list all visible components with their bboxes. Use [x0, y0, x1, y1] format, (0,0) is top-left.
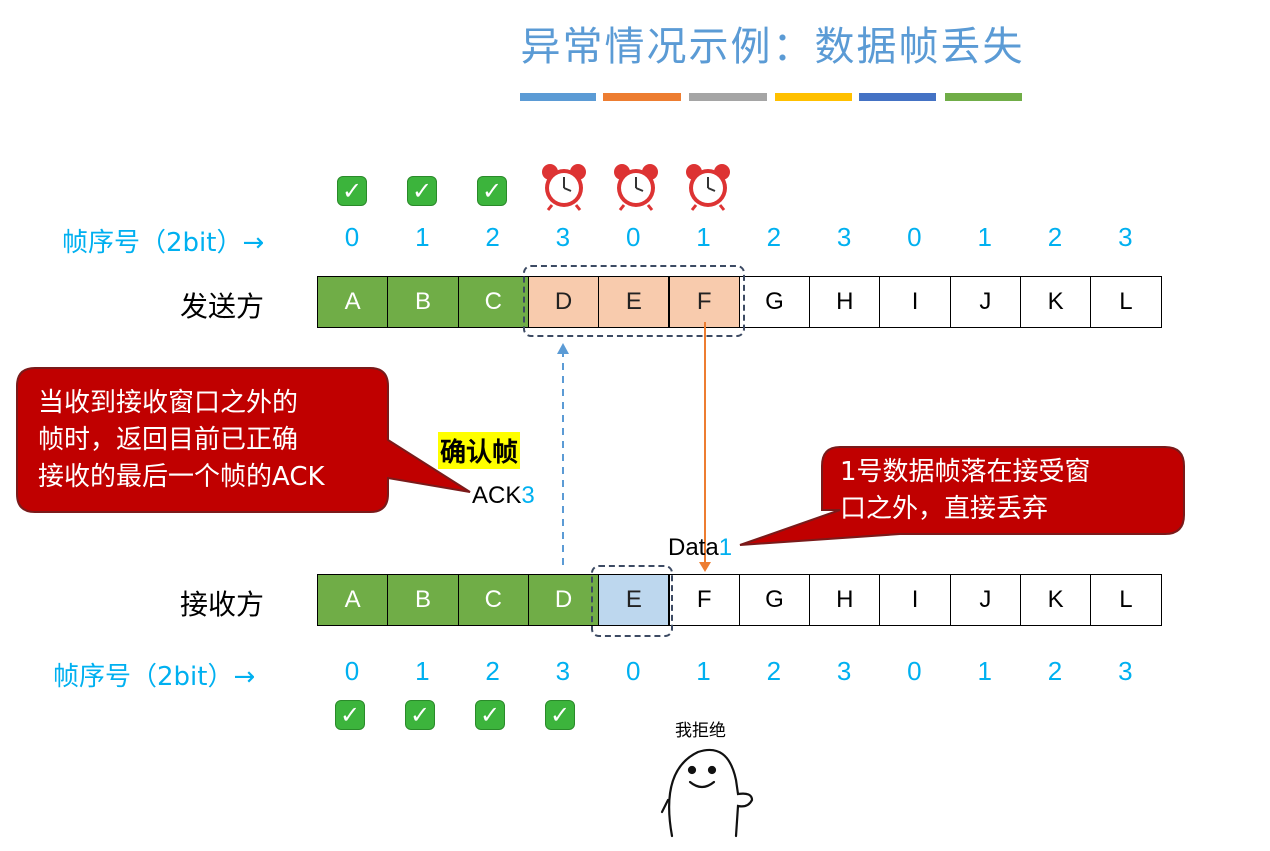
seq-number: 3 [836, 222, 852, 252]
seq-number: 1 [696, 222, 711, 252]
frame-cell: K [1020, 574, 1092, 626]
right-callout-text: 1号数据帧落在接受窗 口之外，直接丢弃 [840, 457, 1091, 524]
receiver-window [591, 565, 673, 637]
alarm-clock-icon [542, 164, 586, 211]
data-label: Data1 [668, 534, 733, 561]
frame-cell: K [1020, 276, 1092, 328]
alarm-clock-icon [686, 164, 730, 211]
seq-number: 2 [766, 222, 782, 252]
seq-number: 2 [485, 656, 500, 686]
ack-arrow [557, 343, 569, 565]
seq-number: 0 [344, 222, 360, 252]
receiver-label: 接收方 [180, 588, 265, 621]
left-callout-bubble [16, 367, 471, 513]
frame-cell: J [949, 276, 1021, 328]
check-icon: ✓ [545, 700, 575, 730]
ack-frame-title: 确认帧 [438, 432, 521, 469]
alarm-clock-icon [614, 164, 658, 211]
seq-number: 2 [1047, 222, 1063, 252]
seq-number: 3 [1118, 656, 1133, 686]
right-callout-bubble [739, 446, 1185, 546]
sender-window [523, 265, 745, 337]
seq-number: 3 [555, 222, 571, 252]
title-bar-segment [859, 93, 936, 101]
character-illustration [660, 748, 754, 838]
frame-cell: B [387, 276, 459, 328]
sender-seq-label: 帧序号（2bit）→ [62, 228, 265, 258]
frame-cell: H [809, 276, 881, 328]
seq-number: 1 [415, 656, 430, 686]
frame-cell: E [598, 276, 670, 328]
seq-number: 1 [977, 222, 992, 252]
ack-label: ACK3 [472, 482, 535, 509]
page-title: 异常情况示例：数据帧丢失 [520, 24, 1025, 70]
seq-number: 2 [485, 222, 500, 252]
check-icon: ✓ [407, 176, 437, 206]
title-bar-segment [520, 93, 596, 101]
title-bar-segment [775, 93, 852, 101]
frame-cell: B [387, 574, 459, 626]
frame-cell: G [738, 574, 811, 626]
sender-label: 发送方 [180, 290, 265, 323]
frame-cell: F [668, 574, 740, 626]
seq-number: 0 [907, 656, 922, 686]
frame-cell: A [317, 276, 389, 328]
check-icon: ✓ [405, 700, 435, 730]
check-icon: ✓ [475, 700, 505, 730]
data-arrow [699, 322, 711, 572]
frame-cell: L [1090, 276, 1162, 328]
frame-cell: J [949, 574, 1021, 626]
seq-number: 1 [696, 656, 711, 686]
frame-cell: H [809, 574, 881, 626]
check-icon: ✓ [337, 176, 367, 206]
seq-number: 0 [625, 222, 641, 252]
seq-number: 1 [977, 656, 992, 686]
frame-cell: L [1090, 574, 1162, 626]
seq-number: 2 [766, 656, 782, 686]
check-icon: ✓ [477, 176, 507, 206]
receiver-seq-label: 帧序号（2bit）→ [53, 662, 256, 692]
title-bar-segment [603, 93, 681, 101]
frame-cell: F [668, 276, 740, 328]
title-bar-segment [689, 93, 767, 101]
frame-cell: D [527, 276, 600, 328]
seq-number: 0 [344, 656, 360, 686]
frame-cell: G [738, 276, 811, 328]
character-caption: 我拒绝 [675, 721, 726, 741]
check-icon: ✓ [335, 700, 365, 730]
seq-number: 3 [555, 656, 571, 686]
seq-number: 2 [1047, 656, 1063, 686]
seq-number: 0 [625, 656, 641, 686]
seq-number: 1 [415, 222, 430, 252]
seq-number: 3 [1118, 222, 1133, 252]
frame-cell: I [879, 574, 951, 626]
frame-cell: C [457, 276, 529, 328]
title-bar-segment [945, 93, 1022, 101]
frame-cell: A [317, 574, 389, 626]
seq-number: 0 [907, 222, 922, 252]
frame-cell: C [457, 574, 529, 626]
left-callout-text: 当收到接收窗口之外的 帧时，返回目前已正确 接收的最后一个帧的ACK [38, 388, 325, 492]
seq-number: 3 [836, 656, 852, 686]
frame-cell: E [598, 574, 670, 626]
